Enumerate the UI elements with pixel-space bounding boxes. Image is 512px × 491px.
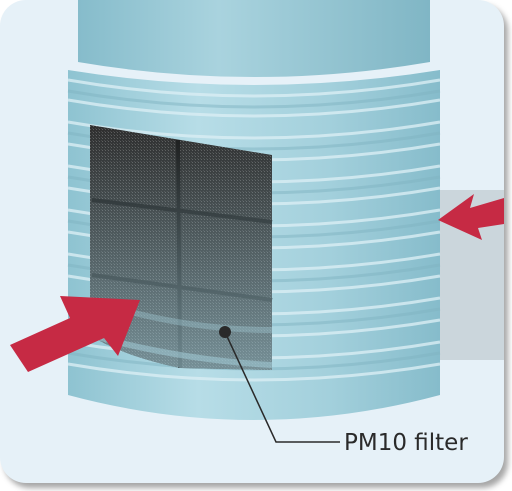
callout-leader-line (224, 331, 340, 443)
callout-label: PM10 filter (344, 430, 468, 456)
filter-illustration: PM10 filter (10, 0, 504, 456)
left-airflow-arrow (10, 296, 140, 372)
diagram-card: PM10 filter (0, 0, 504, 483)
right-airflow-arrow (438, 194, 504, 240)
cylinder-top (78, 0, 430, 77)
